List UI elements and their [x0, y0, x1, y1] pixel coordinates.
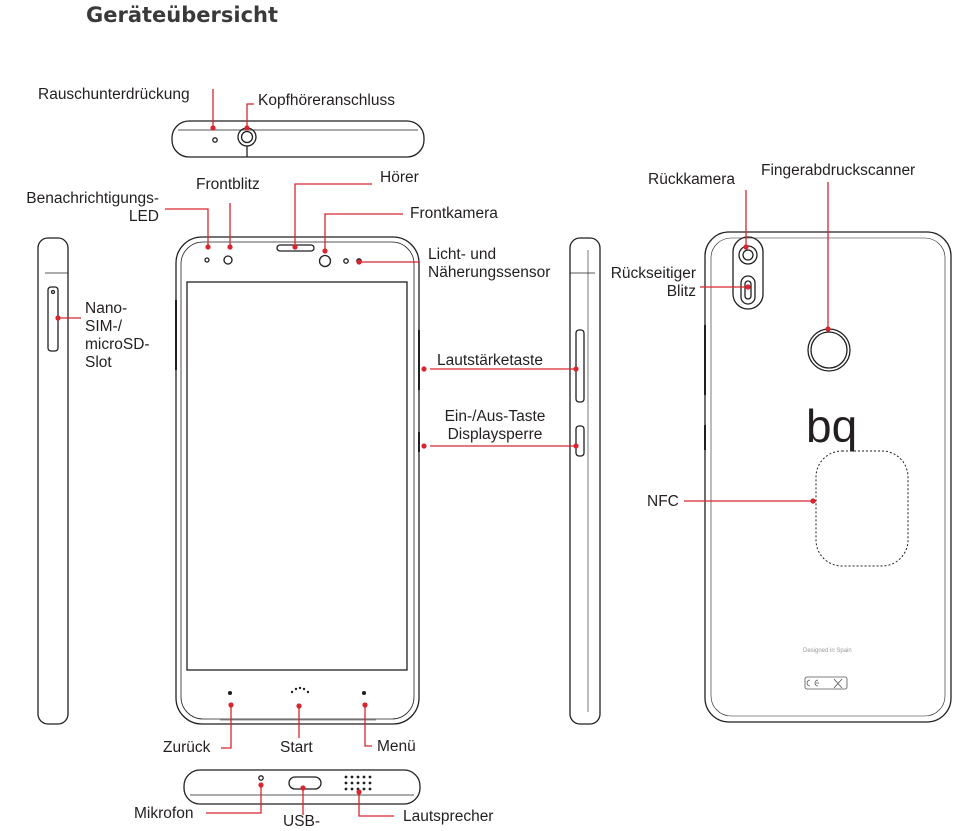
label-usb: USB- [283, 813, 321, 830]
label-sim-slot-line4: Slot [85, 354, 112, 371]
headphone-jack-icon [237, 127, 257, 147]
label-microphone: Mikrofon [134, 805, 194, 822]
notification-led-icon [204, 257, 210, 263]
label-notification-led-line1: Benachrichtigungs- [26, 190, 159, 207]
bottom-edge-view [183, 769, 421, 805]
volume-button [575, 329, 585, 403]
bq-logo: bq [806, 400, 857, 452]
label-earpiece: Hörer [380, 169, 419, 186]
label-home-key: Start [280, 739, 313, 756]
label-front-flash: Frontblitz [196, 176, 260, 193]
label-light-sensor-line2: Näherungssensor [428, 264, 551, 281]
left-side-view [37, 237, 69, 725]
label-power-key-line2: Displaysperre [447, 426, 543, 443]
front-camera-icon [318, 254, 332, 268]
fingerprint-icon [807, 328, 851, 372]
label-rear-flash-line1: Rückseitiger [610, 265, 696, 282]
front-screen [186, 281, 408, 671]
right-side-view [569, 237, 601, 725]
label-rear-flash: Rückseitiger Blitz [600, 265, 696, 301]
label-headphone-jack: Kopfhöreranschluss [258, 92, 395, 109]
rear-flash-icon [740, 275, 756, 305]
label-front-camera: Frontkamera [410, 205, 498, 222]
label-back-key: Zurück [163, 739, 211, 756]
microphone-hole [258, 775, 264, 781]
label-sim-slot: Nano- SIM-/ microSD- Slot [85, 300, 150, 372]
speaker-grille [344, 775, 372, 791]
label-nfc: NFC [647, 493, 679, 510]
page-title: Geräteübersicht [86, 3, 279, 27]
top-edge-view [171, 120, 425, 158]
top-edge-outline [171, 120, 425, 158]
nfc-area [815, 450, 909, 567]
bottom-edge-outline [183, 769, 421, 805]
callout-dots [55, 125, 831, 795]
label-speaker: Lautsprecher [403, 808, 494, 825]
label-notification-led: Benachrichtigungs- LED [8, 190, 159, 226]
label-noise-cancel: Rauschunterdrückung [38, 86, 190, 103]
menu-key-dot [361, 690, 367, 696]
rear-camera-module [732, 236, 764, 310]
callout-lines [58, 89, 829, 817]
label-volume-key: Lautstärketaste [437, 352, 543, 369]
label-notification-led-line2: LED [128, 208, 159, 225]
label-rear-flash-line2: Blitz [666, 283, 696, 300]
power-button [575, 425, 585, 457]
label-sim-slot-line2: SIM-/ [85, 318, 123, 335]
right-side-outline [569, 237, 601, 725]
label-light-sensor: Licht- und Näherungssensor [428, 246, 550, 282]
label-power-key: Ein-/Aus-Taste Displaysperre [437, 408, 553, 444]
label-light-sensor-line1: Licht- und [428, 246, 497, 263]
noise-mic-hole [212, 137, 218, 143]
home-key-dots [290, 686, 310, 694]
back-key-dot [227, 690, 233, 696]
front-outline [175, 236, 420, 725]
label-sim-slot-line3: microSD- [85, 336, 150, 353]
designed-in-spain-text: Designed in Spain [803, 648, 852, 654]
front-flash-icon [223, 255, 233, 265]
front-view [175, 236, 420, 725]
rear-camera-icon [738, 245, 758, 265]
certification-marks [804, 676, 848, 690]
label-fingerprint: Fingerabdruckscanner [761, 162, 916, 179]
label-rear-camera: Rückkamera [648, 171, 735, 188]
label-power-key-line1: Ein-/Aus-Taste [444, 408, 546, 425]
label-menu-key: Menü [377, 738, 416, 755]
label-sim-slot-line1: Nano- [85, 300, 128, 317]
left-side-outline [37, 237, 69, 725]
